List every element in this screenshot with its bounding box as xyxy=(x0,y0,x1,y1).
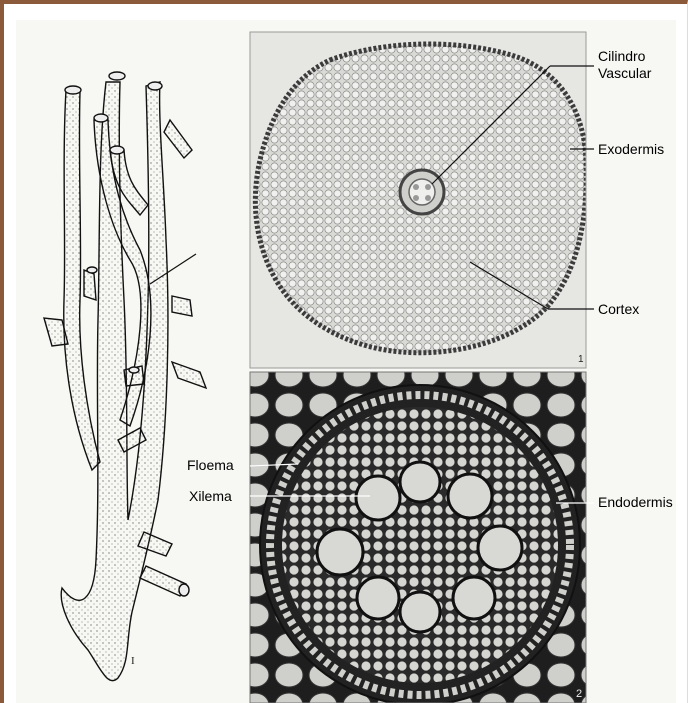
root-tip-7 xyxy=(129,367,139,373)
root-drawing xyxy=(44,72,206,681)
plate-number-top: 1 xyxy=(578,354,584,365)
label-vascular-cylinder-line2: Vascular xyxy=(598,65,651,82)
root-lateral-3 xyxy=(172,362,206,388)
xylem-vessel-4 xyxy=(478,526,522,570)
root-tip-3 xyxy=(148,82,162,90)
label-exodermis: Exodermis xyxy=(598,141,664,158)
xylem-vessel-7 xyxy=(357,577,399,619)
label-vascular-cylinder: Cilindro Vascular xyxy=(598,48,651,82)
label-endodermis: Endodermis xyxy=(598,494,673,511)
xylem-vessel-8 xyxy=(317,529,363,575)
photo-top xyxy=(250,32,586,368)
root-lateral-8 xyxy=(84,270,96,300)
root-tip-2 xyxy=(109,72,125,80)
label-xylem: Xilema xyxy=(189,488,232,505)
root-tip-6 xyxy=(87,267,97,273)
root-tip-8 xyxy=(179,584,189,596)
label-vascular-cylinder-line1: Cilindro xyxy=(598,48,651,65)
plate-number-drawing: I xyxy=(131,655,135,667)
xylem-vessel-1 xyxy=(356,476,400,520)
plate-number-bottom: 2 xyxy=(576,688,582,700)
xylem-vessel-3 xyxy=(448,474,492,518)
photo-bottom xyxy=(250,372,586,703)
root-tip-1 xyxy=(65,86,81,94)
xylem-vessel-2 xyxy=(400,462,440,502)
label-cortex: Cortex xyxy=(598,301,639,318)
xylem-vessel-6 xyxy=(400,592,440,632)
label-phloem: Floema xyxy=(187,457,234,474)
root-tip-4 xyxy=(94,114,108,122)
root-lateral-2 xyxy=(172,296,192,316)
xylem-vessel-5 xyxy=(453,577,495,619)
root-lateral-1 xyxy=(164,120,192,158)
root-tip-5 xyxy=(110,146,124,154)
